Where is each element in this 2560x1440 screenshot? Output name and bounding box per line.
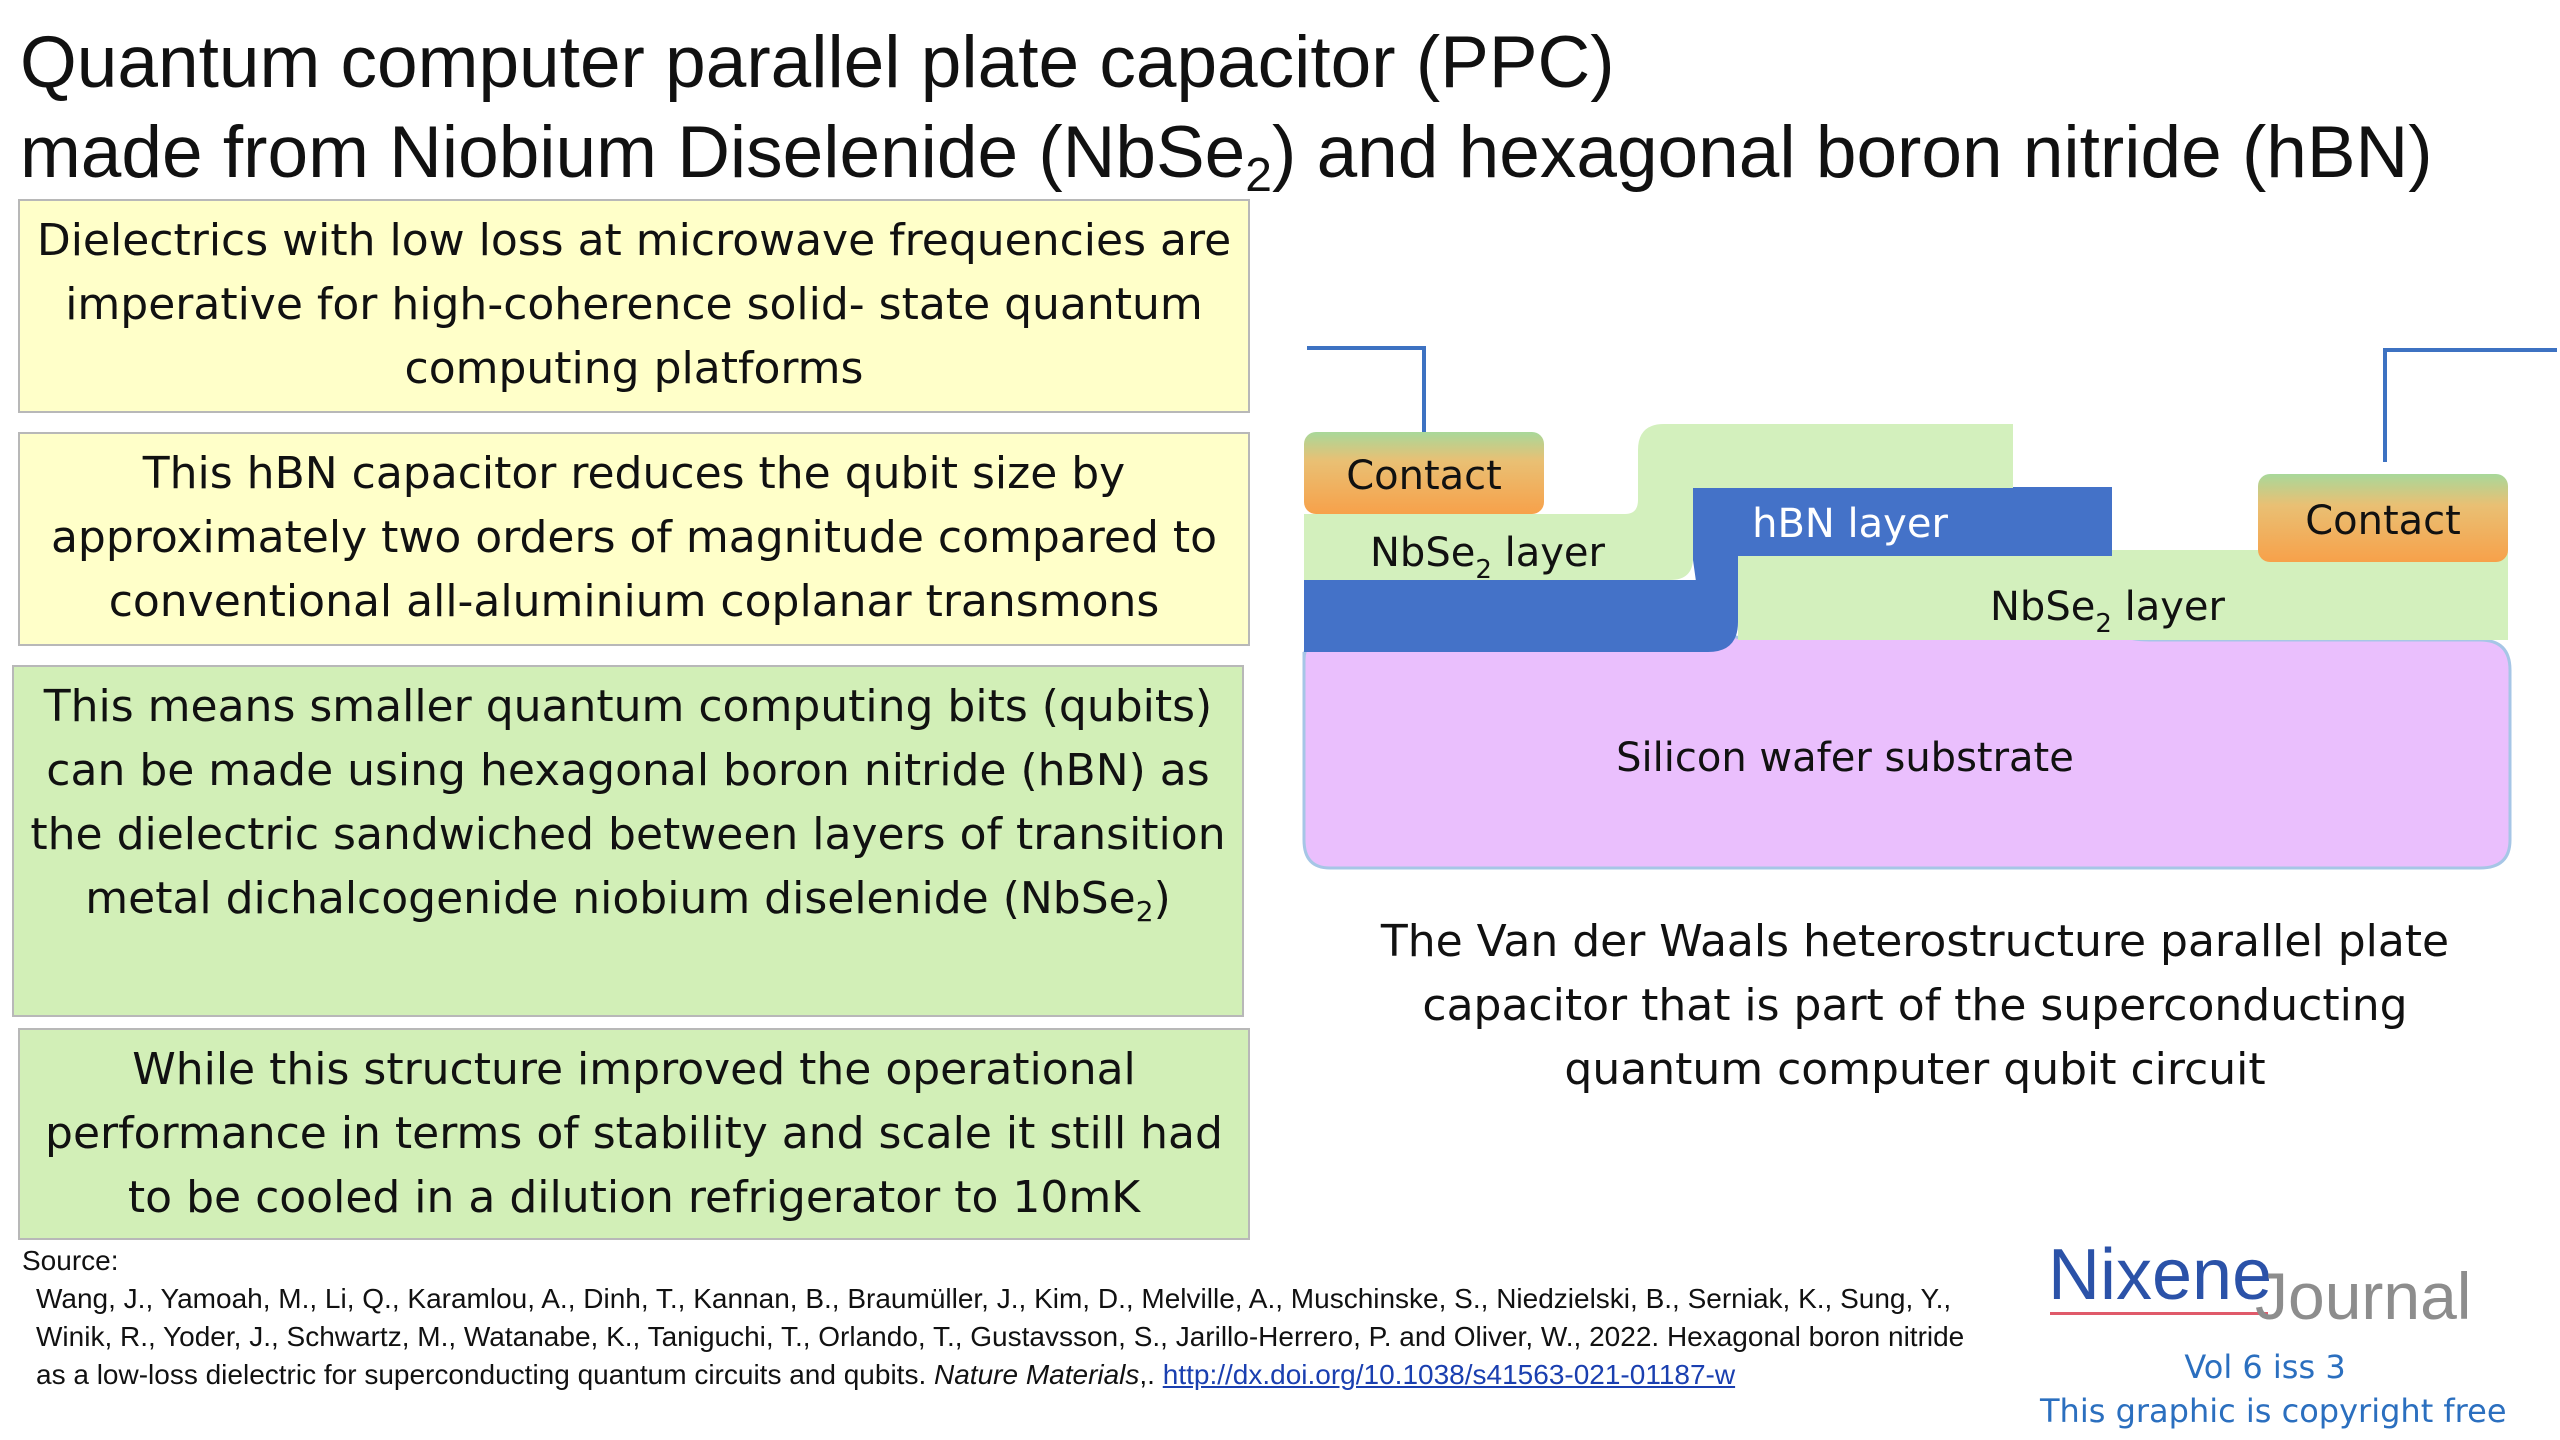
source-label: Source:	[22, 1245, 119, 1276]
hbn-layer-lower	[1304, 560, 1738, 652]
nbse2-left-label-text: NbSe	[1370, 530, 1475, 576]
contact-left	[1304, 432, 1544, 514]
page-title: Quantum computer parallel plate capacito…	[20, 18, 2550, 200]
hbn-label: hBN layer	[1752, 501, 1948, 547]
journal-name: Nature Materials	[934, 1359, 1140, 1390]
info-box-dielectrics: Dielectrics with low loss at microwave f…	[18, 199, 1250, 413]
brand-subtitle: Journal	[2255, 1259, 2472, 1333]
nixene-journal-logo: Nixene Journal Vol 6 iss 3 This graphic …	[2040, 1234, 2520, 1434]
doi-link[interactable]: http://dx.doi.org/10.1038/s41563-021-011…	[1162, 1359, 1736, 1390]
title-line-2-text: made from Niobium Diselenide (NbSe	[20, 112, 1246, 193]
citation-text: Wang, J., Yamoah, M., Li, Q., Karamlou, …	[36, 1283, 1965, 1390]
title-line-2-end: ) and hexagonal boron nitride (hBN)	[1271, 112, 2433, 193]
nbse2-right-label: NbSe2 layer	[1990, 584, 2225, 639]
info-box-subscript: 2	[1135, 895, 1154, 928]
diagram-caption: The Van der Waals heterostructure parall…	[1380, 916, 2450, 1095]
nbse2-right-subscript: 2	[2095, 609, 2112, 639]
nbse2-right-label-text: NbSe	[1990, 584, 2095, 630]
info-box-smaller-qubits-end: )	[1153, 873, 1171, 924]
brand-name: Nixene	[2048, 1235, 2273, 1315]
info-box-smaller-qubits: This means smaller quantum computing bit…	[12, 665, 1244, 1017]
contact-right-label: Contact	[2305, 498, 2461, 544]
info-box-dielectrics-text: Dielectrics with low loss at microwave f…	[36, 215, 1232, 394]
journal-suffix: ,.	[1139, 1359, 1155, 1390]
info-box-smaller-qubits-text: This means smaller quantum computing bit…	[30, 681, 1226, 924]
nbse2-right-label-suffix: layer	[2112, 584, 2226, 630]
brand-underline	[2050, 1312, 2268, 1315]
nbse2-left-layer	[1304, 424, 2013, 580]
title-subscript: 2	[1245, 149, 1272, 202]
info-box-qubit-size-text: This hBN capacitor reduces the qubit siz…	[50, 448, 1218, 627]
substrate-label: Silicon wafer substrate	[1616, 735, 2074, 781]
info-box-refrigerator-text: While this structure improved the operat…	[45, 1044, 1223, 1223]
contact-left-label: Contact	[1346, 453, 1502, 499]
nbse2-left-subscript: 2	[1475, 555, 1492, 585]
hbn-layer-upper	[1693, 487, 2112, 610]
wire-left	[1307, 346, 1426, 432]
volume-label: Vol 6 iss 3	[2184, 1348, 2346, 1386]
copyright-note: This graphic is copyright free	[2040, 1392, 2507, 1430]
title-line-2: made from Niobium Diselenide (NbSe2) and…	[20, 112, 2433, 200]
info-box-qubit-size: This hBN capacitor reduces the qubit siz…	[18, 432, 1250, 646]
nbse2-left-label: NbSe2 layer	[1370, 530, 1605, 585]
nbse2-right-layer	[1738, 550, 2508, 640]
capacitor-diagram: Contact Contact NbSe2 layer hBN layer Nb…	[1302, 346, 2557, 870]
nbse2-left-label-suffix: layer	[1492, 530, 1606, 576]
contact-right	[2258, 474, 2508, 562]
source-reference: Wang, J., Yamoah, M., Li, Q., Karamlou, …	[22, 1280, 1972, 1394]
info-box-refrigerator: While this structure improved the operat…	[18, 1028, 1250, 1240]
title-line-1: Quantum computer parallel plate capacito…	[20, 22, 1615, 103]
wire-right	[2383, 348, 2557, 462]
source-citation: Source: Wang, J., Yamoah, M., Li, Q., Ka…	[22, 1242, 1972, 1394]
